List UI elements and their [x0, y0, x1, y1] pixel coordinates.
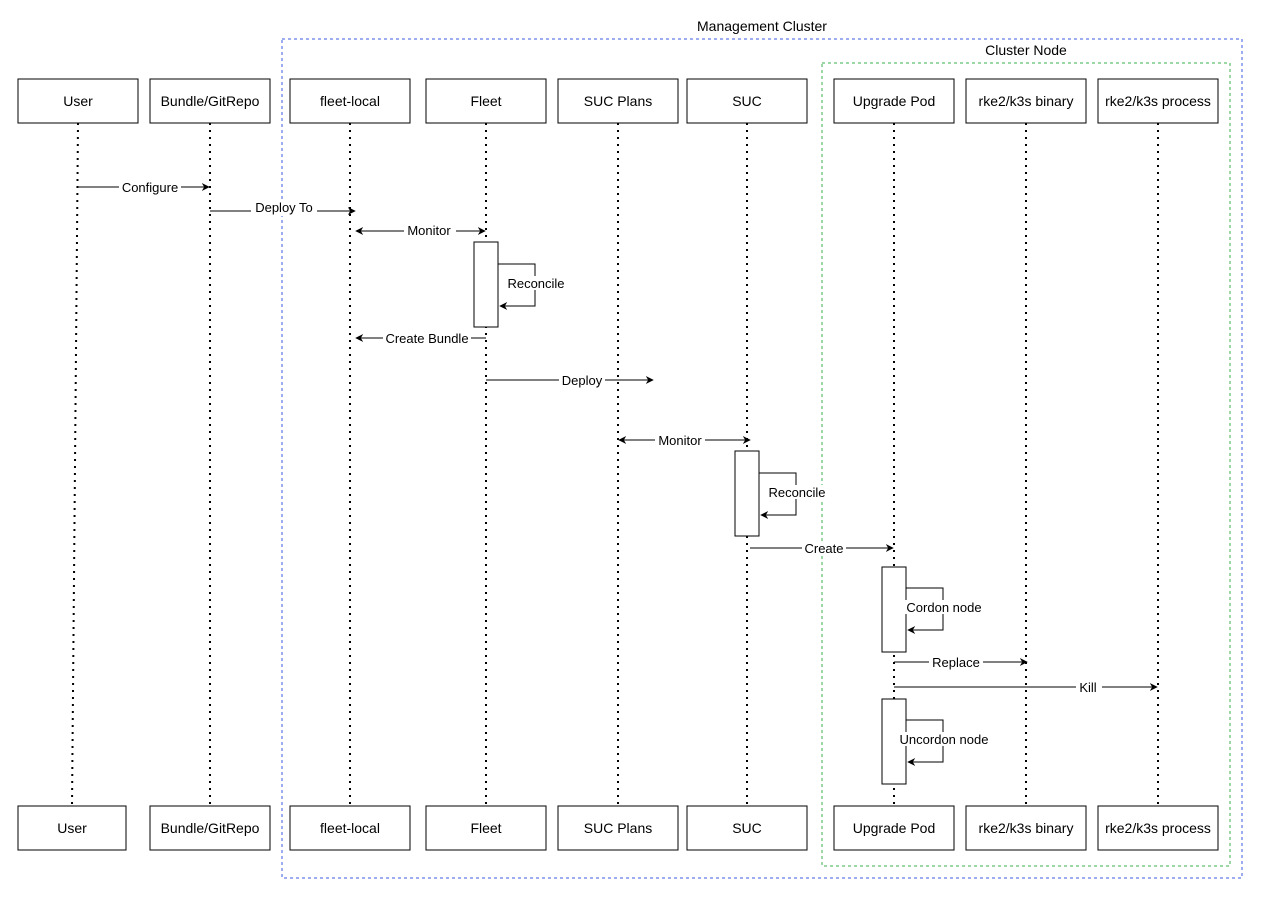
svg-text:Kill: Kill	[1079, 680, 1096, 695]
participant-fleet-local-bottom: fleet-local	[289, 805, 411, 851]
participant-bundle-top: Bundle/GitRepo	[149, 78, 271, 124]
svg-text:SUC Plans: SUC Plans	[584, 93, 652, 109]
message-monitor-fleet: Monitor	[355, 223, 486, 238]
participant-fleet-bottom: Fleet	[425, 805, 547, 851]
message-create: Create	[750, 541, 894, 556]
svg-text:rke2/k3s binary: rke2/k3s binary	[979, 93, 1074, 109]
message-monitor-suc: Monitor	[618, 433, 751, 448]
svg-text:Uncordon node: Uncordon node	[900, 732, 989, 747]
svg-text:Monitor: Monitor	[407, 223, 451, 238]
svg-text:Bundle/GitRepo: Bundle/GitRepo	[161, 93, 260, 109]
message-reconcile-suc: Reconcile	[759, 472, 828, 519]
svg-text:Upgrade Pod: Upgrade Pod	[853, 93, 936, 109]
message-cordon-node: Cordon node	[904, 587, 984, 634]
activation-bars	[473, 241, 907, 785]
participant-suc-bottom: SUC	[686, 805, 808, 851]
message-kill: Kill	[894, 680, 1158, 695]
participant-suc-plans-top: SUC Plans	[557, 78, 679, 124]
svg-text:Reconcile: Reconcile	[507, 276, 564, 291]
activation-fleet	[473, 241, 499, 328]
svg-text:Create: Create	[804, 541, 843, 556]
message-create-bundle: Create Bundle	[355, 331, 486, 346]
message-configure: Configure	[78, 180, 210, 195]
activation-upgrade-pod-cordon	[881, 566, 907, 653]
svg-text:rke2/k3s process: rke2/k3s process	[1105, 93, 1211, 109]
lifeline-user	[71, 122, 79, 807]
svg-text:Create Bundle: Create Bundle	[385, 331, 468, 346]
lifelines	[71, 122, 1159, 807]
svg-text:Monitor: Monitor	[658, 433, 702, 448]
participant-suc-top: SUC	[686, 78, 808, 124]
participant-upgrade-pod-bottom: Upgrade Pod	[833, 805, 955, 851]
message-replace: Replace	[894, 655, 1028, 670]
cluster-node-container: Cluster Node	[821, 42, 1231, 867]
participant-fleet-local-top: fleet-local	[289, 78, 411, 124]
svg-text:SUC: SUC	[732, 93, 762, 109]
participant-fleet-top: Fleet	[425, 78, 547, 124]
management-cluster-container: Management Cluster	[281, 18, 1243, 879]
participant-rke2-process-bottom: rke2/k3s process	[1097, 805, 1219, 851]
svg-text:Deploy: Deploy	[562, 373, 603, 388]
svg-text:Fleet: Fleet	[470, 93, 501, 109]
svg-text:Reconcile: Reconcile	[768, 485, 825, 500]
svg-text:rke2/k3s process: rke2/k3s process	[1105, 820, 1211, 836]
svg-text:rke2/k3s binary: rke2/k3s binary	[979, 820, 1074, 836]
message-deploy: Deploy	[486, 373, 654, 388]
participant-bundle-bottom: Bundle/GitRepo	[149, 805, 271, 851]
svg-text:Configure: Configure	[122, 180, 178, 195]
message-reconcile-fleet: Reconcile	[498, 263, 567, 310]
svg-text:fleet-local: fleet-local	[320, 93, 380, 109]
participant-rke2-process-top: rke2/k3s process	[1097, 78, 1219, 124]
svg-text:SUC: SUC	[732, 820, 762, 836]
svg-text:Upgrade Pod: Upgrade Pod	[853, 820, 936, 836]
participant-upgrade-pod-top: Upgrade Pod	[833, 78, 955, 124]
svg-text:User: User	[57, 820, 87, 836]
participants-bottom: User Bundle/GitRepo fleet-local Fleet SU…	[17, 805, 1219, 851]
svg-text:Bundle/GitRepo: Bundle/GitRepo	[161, 820, 260, 836]
svg-text:Replace: Replace	[932, 655, 980, 670]
cluster-node-label: Cluster Node	[985, 42, 1067, 58]
management-cluster-label: Management Cluster	[697, 18, 827, 34]
participants-top: User Bundle/GitRepo fleet-local Fleet SU…	[17, 78, 1219, 124]
participant-user-top: User	[17, 78, 139, 124]
participant-rke2-binary-bottom: rke2/k3s binary	[965, 805, 1087, 851]
participant-user-bottom: User	[17, 805, 127, 851]
svg-text:Fleet: Fleet	[470, 820, 501, 836]
svg-text:Cordon node: Cordon node	[906, 600, 981, 615]
message-deploy-to: Deploy To	[210, 200, 356, 216]
activation-suc	[734, 450, 760, 537]
messages: Configure Deploy To Monitor Reconcile Cr…	[78, 180, 1158, 766]
participant-rke2-binary-top: rke2/k3s binary	[965, 78, 1087, 124]
svg-text:fleet-local: fleet-local	[320, 820, 380, 836]
svg-text:SUC Plans: SUC Plans	[584, 820, 652, 836]
participant-suc-plans-bottom: SUC Plans	[557, 805, 679, 851]
svg-text:User: User	[63, 93, 93, 109]
svg-text:Deploy To: Deploy To	[255, 200, 313, 215]
message-uncordon-node: Uncordon node	[898, 719, 992, 766]
